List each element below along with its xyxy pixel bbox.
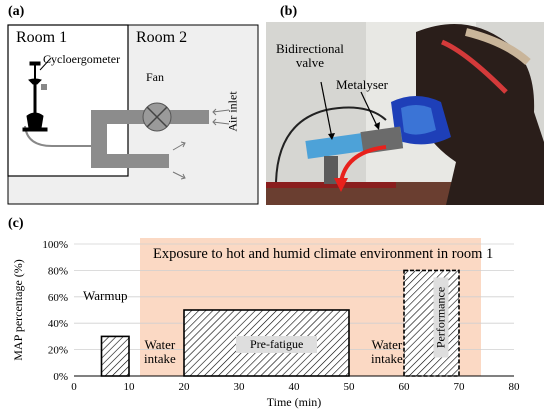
water-intake-1-label: Water intake: [144, 337, 176, 366]
bidirectional-valve-label: Bidirectional valve: [276, 41, 344, 70]
panel-a-label: (a): [8, 4, 25, 19]
x-tick-label: 50: [344, 381, 356, 393]
x-tick-label: 70: [454, 381, 466, 393]
cycloergometer-icon: [22, 57, 52, 132]
protocol-bar-1: [100, 335, 130, 377]
y-tick-label: 0%: [53, 371, 68, 383]
y-tick-label: 80%: [48, 265, 68, 277]
x-tick-label: 10: [124, 381, 136, 393]
panel-b-label: (b): [280, 4, 298, 19]
air-inlet-label: Air inlet: [225, 91, 240, 132]
x-tick-label: 30: [234, 381, 246, 393]
panel-c-label: (c): [8, 216, 24, 231]
fan-icon: [142, 102, 172, 132]
y-tick-label: 40%: [48, 318, 68, 330]
room1-label: Room 1: [16, 29, 68, 46]
room2-label: Room 2: [136, 29, 188, 46]
x-tick-label: 80: [509, 381, 521, 393]
y-axis-label: MAP percentage (%): [11, 259, 25, 361]
x-tick-label: 20: [179, 381, 191, 393]
exhaust-arrows-icon: [172, 141, 186, 180]
exposure-label: Exposure to hot and humid climate enviro…: [153, 246, 494, 262]
y-tick-label: 100%: [42, 239, 68, 251]
room1-area: [7, 24, 129, 177]
x-tick-label: 60: [399, 381, 411, 393]
pre-fatigue-label: Pre-fatigue: [236, 336, 318, 353]
x-tick-label: 40: [289, 381, 301, 393]
x-tick-label: 0: [71, 381, 77, 393]
metalyser-label: Metalyser: [336, 77, 388, 92]
room-diagram: [7, 24, 259, 205]
warmup-label: Warmup: [83, 288, 128, 303]
fan-label: Fan: [146, 70, 164, 84]
x-axis-label: Time (min): [267, 395, 322, 409]
water-intake-2-label: Water intake: [371, 337, 403, 366]
cycloergometer-label: Cycloergometer: [43, 52, 121, 66]
air-inlet-arrows-icon: [212, 108, 230, 126]
subject-photo: [266, 22, 544, 205]
y-tick-label: 20%: [48, 345, 68, 357]
performance-label: Performance: [433, 277, 449, 358]
protocol-bar-3: [403, 269, 460, 377]
y-tick-label: 60%: [48, 292, 68, 304]
